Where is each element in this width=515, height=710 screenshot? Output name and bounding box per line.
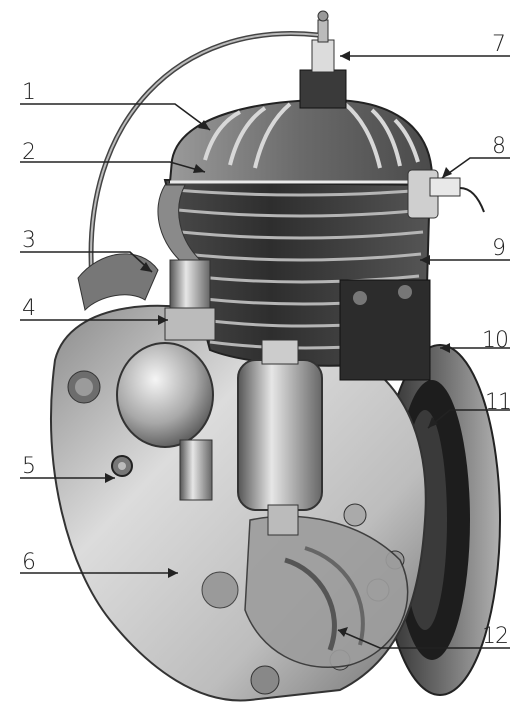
carburettor — [164, 259, 323, 536]
spark-plug — [299, 10, 347, 109]
callout-9: 9 — [492, 236, 506, 261]
callout-2: 2 — [22, 140, 36, 165]
callout-8: 8 — [492, 134, 506, 159]
ht-lead — [88, 31, 319, 281]
callout-4: 4 — [22, 296, 36, 321]
callout-5: 5 — [22, 454, 36, 479]
magneto-bowl — [116, 342, 214, 448]
callout-3: 3 — [22, 228, 36, 253]
leader-arrowheads — [105, 51, 452, 637]
cylinder-barrel — [163, 179, 432, 381]
callout-12: 12 — [482, 624, 509, 649]
cylinder-head — [168, 98, 434, 187]
callout-6: 6 — [22, 550, 36, 575]
callout-10: 10 — [482, 328, 509, 353]
callout-11: 11 — [485, 390, 512, 415]
inlet-pipe — [77, 184, 201, 311]
drain-plug — [111, 455, 133, 477]
callout-7: 7 — [492, 32, 506, 57]
callout-1: 1 — [22, 80, 36, 105]
decompressor — [407, 169, 485, 219]
